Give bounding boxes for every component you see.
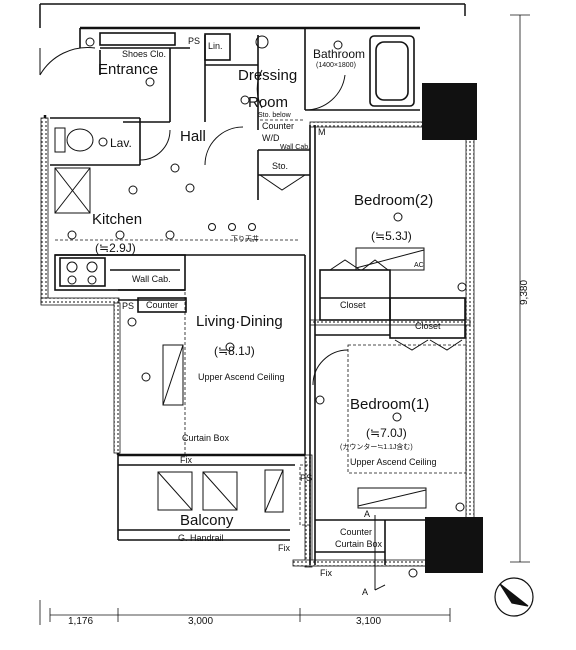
dressing-counter-label: Counter [262,121,295,131]
balcony-label: Balcony [180,512,234,529]
ac-label: AC [414,262,424,269]
fix-bottom-label: Fix [320,568,332,578]
living-label: Living·Dining [196,313,283,330]
kitchen-counter-label: Counter [146,300,179,310]
dimension-1: 1,176 [68,616,94,627]
bedroom1-ceiling-label: Upper Ascend Ceiling [350,457,437,467]
bathroom-size-label: (1400×1800) [316,62,356,69]
column-top-right [422,83,477,140]
kitchen-area-label: (≒2.9J) [95,241,136,255]
bedroom1-note-label: (カウンター≒1.1J含む) [340,444,413,451]
top-stubs [39,3,466,28]
dimension-lines [39,14,530,625]
fix-label: Fix [180,455,192,465]
ps1-label: PS [188,36,201,46]
curtain-box-label: Curtain Box [182,433,230,443]
dimension-2: 3,000 [188,616,214,627]
kitchen-wallcab-label: Wall Cab. [132,274,171,284]
bedroom2-area-label: (≒5.3J) [371,229,412,243]
lower-ceiling-label: 下り天井 [231,236,259,243]
dimension-3: 3,100 [356,616,382,627]
bathroom-label: Bathroom [313,47,366,61]
doors [39,47,463,386]
kitchen-label: Kitchen [92,211,143,228]
compass-icon [494,577,534,617]
lav-label: Lav. [110,136,132,150]
living-area-label: (≒8.1J) [214,344,255,358]
section-line-a [374,515,386,591]
ps2-label: PS [122,301,135,311]
marker-m: M [318,127,326,137]
living-ceiling-label: Upper Ascend Ceiling [198,372,285,382]
bedroom1-label: Bedroom(1) [350,396,430,413]
section-marker-bottom: A [362,587,369,597]
bed1-curtain-label: Curtain Box [335,539,383,549]
bedroom2-label: Bedroom(2) [354,192,434,209]
sto-label: Sto. [272,161,289,171]
room-label: Room [248,94,289,111]
column-bottom-right [425,517,483,573]
ps3-label: PS [300,473,313,483]
dressing-label: Dressing [238,67,298,84]
sto-below-label: Sto. below [258,112,291,119]
wd-label: W/D [262,133,280,143]
closet2-label: Closet [415,321,441,331]
handrail-label: G. Handrail [178,533,224,543]
linen-label: Lin. [208,41,223,51]
fix-left-label: Fix [278,543,290,553]
bedroom1-area-label: (≒7.0J) [366,426,407,440]
dressing-wallcab-label: Wall Cab. [280,144,311,151]
shoes-closet-label: Shoes Clo. [122,49,167,59]
section-marker-top: A [364,509,371,519]
dashed-lines [55,119,467,526]
dimension-height: 9,380 [519,279,530,305]
bed1-counter-label: Counter [340,527,373,537]
entrance-label: Entrance [98,61,159,78]
fixtures [54,35,467,578]
closet1-label: Closet [340,300,366,310]
hall-label: Hall [180,128,206,145]
